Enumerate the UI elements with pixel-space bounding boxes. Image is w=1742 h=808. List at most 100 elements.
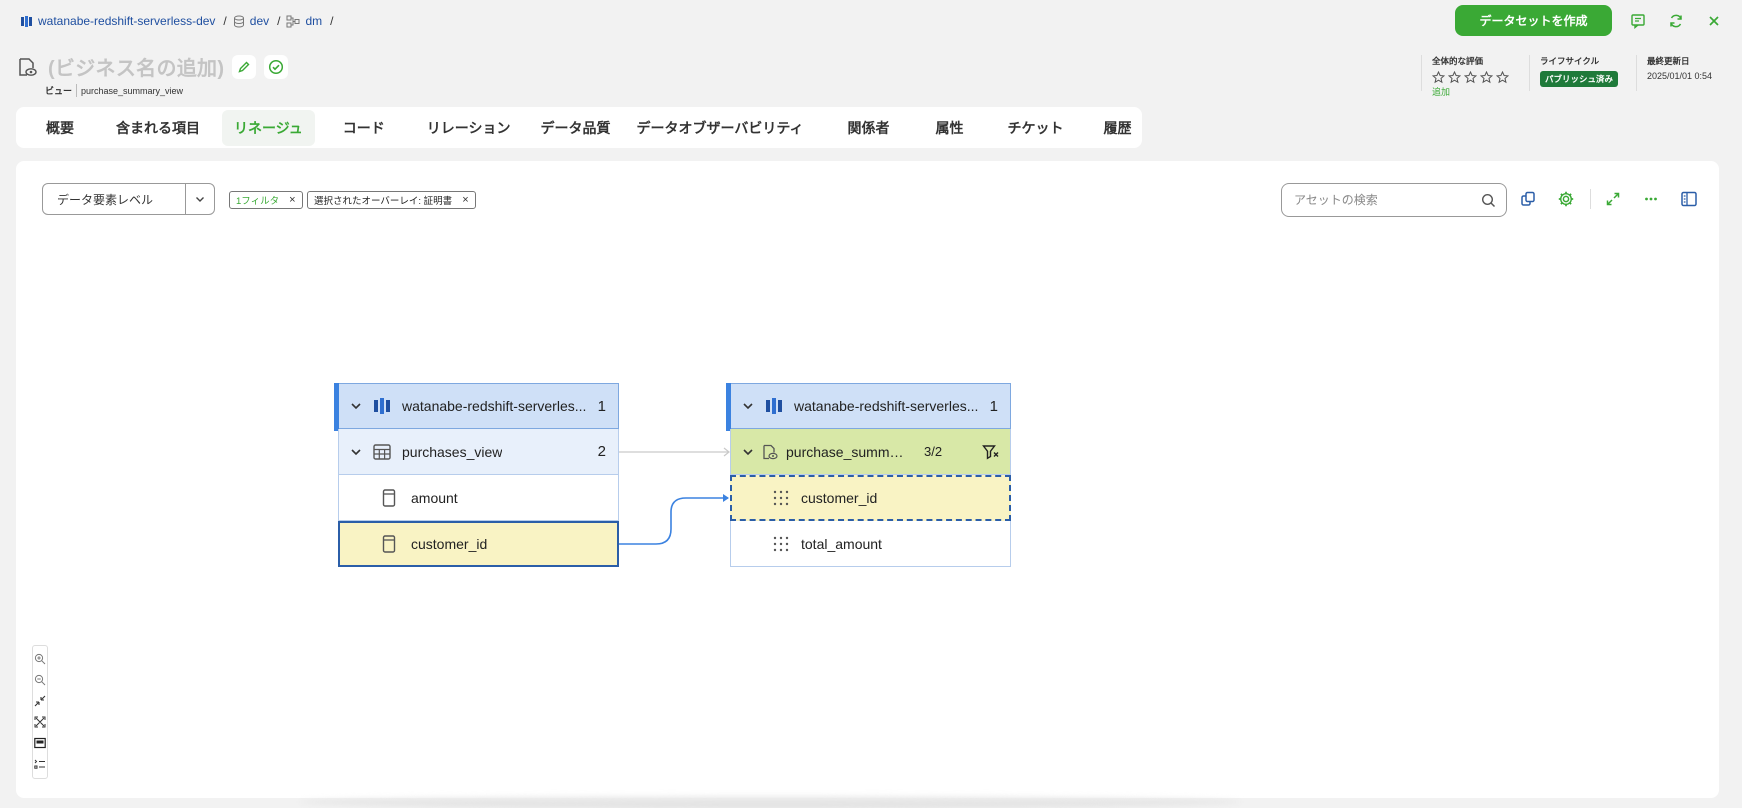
tab-items[interactable]: 含まれる項目 <box>116 119 200 136</box>
lineage-panel: データ要素レベル 1フィルタ × 選択されたオーバーレイ: 証明書 × <box>16 161 1719 798</box>
chevron-down-icon[interactable] <box>185 184 214 214</box>
gear-icon[interactable] <box>1554 187 1578 211</box>
drag-handle-icon[interactable] <box>772 489 790 507</box>
breadcrumb-separator: / <box>277 14 281 28</box>
star-icon <box>1464 71 1477 84</box>
tab-stakeholders[interactable]: 関係者 <box>847 119 890 136</box>
filter-chip[interactable]: 1フィルタ × <box>229 191 303 209</box>
filter-chip-label: 1フィルタ <box>236 196 280 207</box>
lifecycle-label: ライフサイクル <box>1540 56 1600 66</box>
source-db-row[interactable]: watanabe-redshift-serverles... 1 <box>334 383 619 431</box>
breadcrumb-item-schema[interactable]: dm <box>286 14 322 28</box>
level-select[interactable]: データ要素レベル <box>42 183 215 215</box>
column-row-selected[interactable]: customer_id <box>338 521 619 567</box>
meta-divider <box>1421 55 1422 91</box>
target-view-name: purchase_summar... <box>786 443 911 460</box>
database-icon <box>233 15 245 28</box>
chevron-down-icon[interactable] <box>350 400 362 412</box>
chevron-down-icon[interactable] <box>742 446 754 458</box>
title-row: (ビジネス名の追加) <box>16 52 289 81</box>
breadcrumb-label-cluster: watanabe-redshift-serverless-dev <box>38 14 216 28</box>
meta-divider <box>1636 55 1637 91</box>
target-db-row[interactable]: watanabe-redshift-serverles... 1 <box>726 383 1011 431</box>
subtitle: ビュー purchase_summary_view <box>45 84 183 97</box>
tab-history[interactable]: 履歴 <box>1103 119 1132 136</box>
tab-code[interactable]: コード <box>342 119 385 136</box>
column-name: amount <box>411 489 458 506</box>
updated-label: 最終更新日 <box>1647 56 1690 66</box>
overlay-chip-label: 選択されたオーバーレイ: 証明書 <box>314 196 453 207</box>
bottom-shadow <box>300 796 1240 808</box>
breadcrumb-separator: / <box>223 14 227 28</box>
row-accent <box>334 383 339 431</box>
certify-button[interactable] <box>264 54 289 79</box>
search-icon[interactable] <box>1481 193 1496 208</box>
breadcrumb: watanabe-redshift-serverless-dev / dev /… <box>20 12 339 30</box>
source-table-count: 2 <box>597 443 606 460</box>
collapse-icon[interactable] <box>34 694 47 707</box>
create-dataset-button[interactable]: データセットを作成 <box>1455 5 1612 36</box>
breadcrumb-item-cluster[interactable]: watanabe-redshift-serverless-dev <box>20 14 215 28</box>
level-select-value: データ要素レベル <box>57 192 154 207</box>
edit-title-button[interactable] <box>232 54 257 79</box>
column-row[interactable]: amount <box>338 475 619 521</box>
filter-clear-icon[interactable] <box>982 443 1000 461</box>
updated-block: 最終更新日 2025/01/01 0:54 <box>1647 55 1712 81</box>
check-badge-icon <box>269 59 284 74</box>
target-db-count: 1 <box>989 397 998 415</box>
tab-lineage[interactable]: リネージュ <box>222 109 315 146</box>
rating-stars[interactable] <box>1432 71 1509 84</box>
asset-kind: ビュー <box>45 84 78 97</box>
view-icon <box>16 56 38 78</box>
drag-handle-icon[interactable] <box>772 535 790 553</box>
fit-view-icon[interactable] <box>34 715 47 728</box>
close-icon[interactable]: × <box>462 194 469 206</box>
refresh-icon[interactable] <box>1664 9 1688 33</box>
zoom-out-icon[interactable] <box>34 673 47 686</box>
close-icon[interactable] <box>1702 9 1726 33</box>
side-panel-icon[interactable] <box>1677 187 1701 211</box>
schema-icon <box>286 15 300 28</box>
chevron-down-icon[interactable] <box>742 400 754 412</box>
copy-icon[interactable] <box>1516 187 1540 211</box>
column-row[interactable]: total_amount <box>730 521 1011 567</box>
tab-tickets[interactable]: チケット <box>1007 119 1064 136</box>
column-icon <box>381 534 397 554</box>
expand-icon[interactable] <box>1601 187 1625 211</box>
tab-data-quality[interactable]: データ品質 <box>540 119 611 136</box>
tab-overview[interactable]: 概要 <box>46 119 74 136</box>
column-row-highlighted[interactable]: customer_id <box>730 475 1011 521</box>
target-view-row[interactable]: purchase_summar... 3/2 <box>730 429 1011 475</box>
redshift-icon <box>20 15 33 28</box>
tab-attributes[interactable]: 属性 <box>935 119 964 136</box>
close-icon[interactable]: × <box>289 194 296 206</box>
minimap-icon[interactable] <box>34 736 47 749</box>
rating-block: 全体的な評価 追加 <box>1432 55 1509 98</box>
lifecycle-badge[interactable]: パブリッシュ済み <box>1540 71 1619 87</box>
comment-icon[interactable] <box>1626 9 1650 33</box>
redshift-icon <box>764 396 784 416</box>
overlay-chip[interactable]: 選択されたオーバーレイ: 証明書 × <box>307 191 476 209</box>
lineage-edges <box>615 447 730 545</box>
more-icon[interactable] <box>1639 187 1663 211</box>
zoom-in-icon[interactable] <box>34 652 47 665</box>
table-icon <box>372 442 392 462</box>
tab-relations[interactable]: リレーション <box>426 119 511 136</box>
source-table-row[interactable]: purchases_view 2 <box>338 429 619 475</box>
breadcrumb-label-database: dev <box>249 14 270 28</box>
rating-add-link[interactable]: 追加 <box>1432 87 1451 97</box>
target-node: watanabe-redshift-serverles... 1 purchas… <box>726 383 1011 567</box>
source-db-count: 1 <box>597 397 606 415</box>
search-input[interactable] <box>1294 193 1481 207</box>
chevron-down-icon[interactable] <box>350 446 362 458</box>
view-icon <box>761 443 779 461</box>
updated-value: 2025/01/01 0:54 <box>1647 71 1713 81</box>
legend-icon[interactable] <box>34 757 47 770</box>
column-icon <box>381 488 397 508</box>
toolbar-divider <box>1590 189 1591 209</box>
source-db-name: watanabe-redshift-serverles... <box>402 398 587 414</box>
asset-search[interactable] <box>1281 183 1507 217</box>
tab-data-observability[interactable]: データオブザーバビリティ <box>636 119 804 136</box>
breadcrumb-item-database[interactable]: dev <box>233 14 269 28</box>
page-title: (ビジネス名の追加) <box>48 58 225 80</box>
